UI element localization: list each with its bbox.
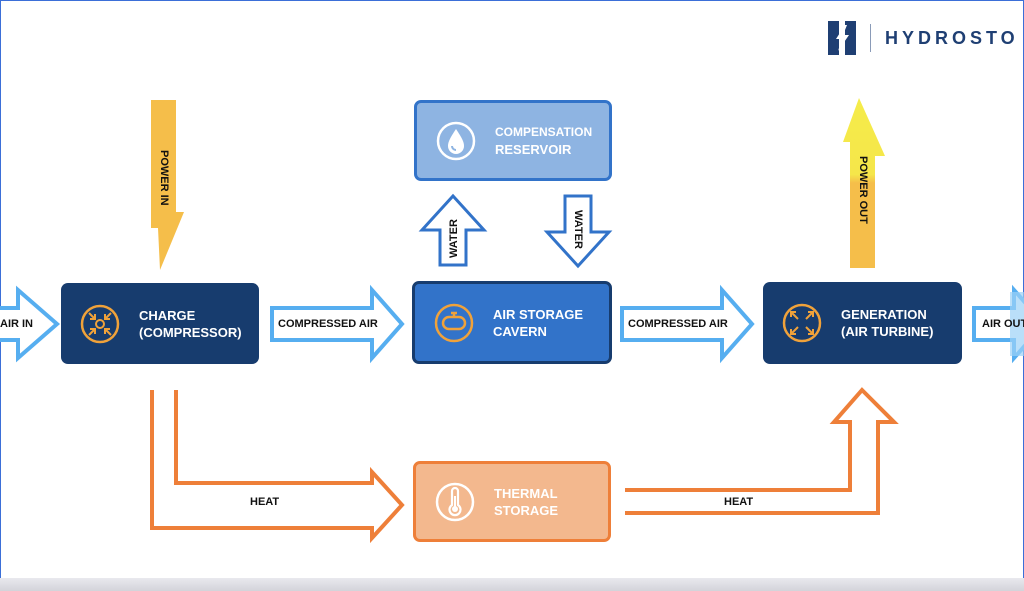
compressor-icon: [80, 304, 120, 343]
thermometer-icon: [435, 482, 475, 521]
cavern-tank-icon: [434, 303, 474, 342]
power-in-label: POWER IN: [158, 150, 170, 206]
cavern-title: AIR STORAGE: [493, 306, 584, 322]
turbine-expand-icon: [782, 303, 822, 343]
air-in-label: AIR IN: [0, 318, 33, 330]
air-in-arrow: [0, 285, 61, 363]
thermal-label: THERMAL STORAGE: [494, 485, 558, 519]
heat-pipe-out: [625, 387, 899, 515]
reservoir-subtitle: RESERVOIR: [495, 141, 572, 157]
charge-label: CHARGE (COMPRESSOR): [139, 307, 242, 341]
water-drop-icon: [436, 121, 476, 160]
compressed-air-arrow-2: [620, 284, 755, 364]
cavern-label: AIR STORAGE CAVERN: [493, 306, 583, 340]
logo-mark-icon: [828, 21, 856, 55]
generation-label: GENERATION (AIR TURBINE): [841, 306, 933, 340]
heat-in-label: HEAT: [250, 496, 280, 508]
reservoir-label: COMPENSATION RESERVOIR: [495, 124, 592, 158]
power-in-bolt: [151, 100, 184, 270]
generation-subtitle: (AIR TURBINE): [841, 324, 934, 339]
air-out-label: AIR OUT: [982, 318, 1024, 330]
heat-pipe-in: [150, 390, 405, 544]
charge-subtitle: (COMPRESSOR): [139, 324, 242, 340]
thermal-subtitle: STORAGE: [494, 502, 559, 518]
water-down-label: WATER: [572, 210, 584, 249]
compressed-air-arrow-1: [270, 284, 405, 364]
water-down-arrow: [543, 194, 613, 269]
charge-compressor-box: CHARGE (COMPRESSOR): [61, 283, 259, 364]
hydrostor-logo: HYDROSTO: [828, 20, 1019, 56]
heat-out-label: HEAT: [724, 496, 754, 508]
bottom-scroll-strip: [0, 578, 1024, 591]
power-out-bolt: [843, 98, 885, 268]
compensation-reservoir-box: COMPENSATION RESERVOIR: [414, 100, 612, 181]
water-up-arrow: [418, 193, 488, 267]
reservoir-title: COMPENSATION: [495, 124, 593, 139]
power-out-label: POWER OUT: [857, 156, 869, 224]
logo-text: HYDROSTO: [885, 27, 1019, 48]
compressed-air-label-2: COMPRESSED AIR: [628, 318, 728, 330]
air-out-arrow-shade: [1010, 292, 1024, 356]
compressed-air-label-1: COMPRESSED AIR: [278, 318, 378, 330]
charge-title: CHARGE: [139, 307, 196, 323]
cavern-subtitle: CAVERN: [493, 323, 547, 339]
water-up-label: WATER: [448, 219, 460, 258]
generation-turbine-box: GENERATION (AIR TURBINE): [763, 282, 962, 364]
air-storage-cavern-box: AIR STORAGE CAVERN: [412, 281, 612, 364]
thermal-title: THERMAL: [494, 485, 558, 501]
logo-separator: [870, 24, 871, 52]
generation-title: GENERATION: [841, 307, 927, 322]
thermal-storage-box: THERMAL STORAGE: [413, 461, 611, 542]
